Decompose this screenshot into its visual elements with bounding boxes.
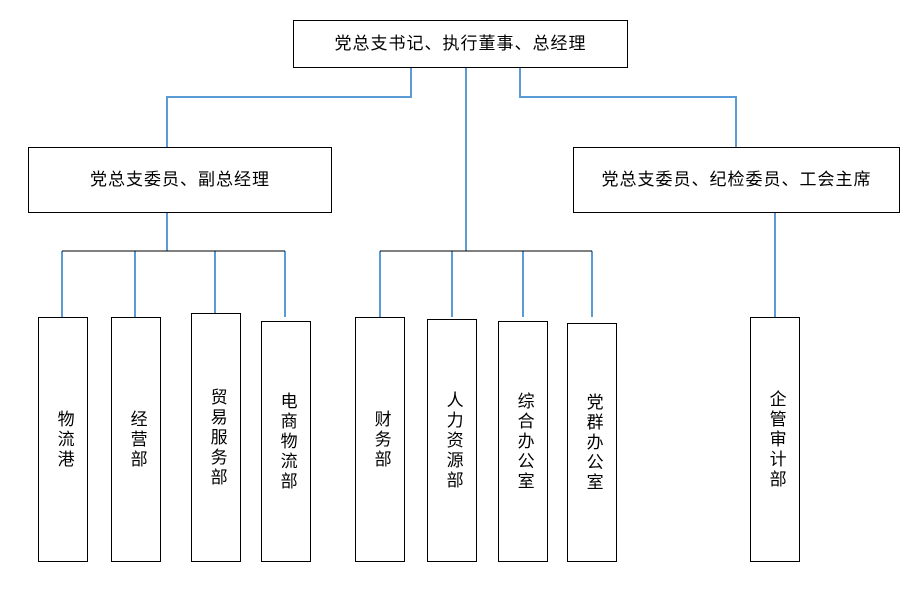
- node-department-general-office-label: 综合办公室: [513, 391, 534, 492]
- node-department-finance[interactable]: 财务部: [355, 317, 405, 562]
- edge-top-to-right-manager: [519, 68, 737, 147]
- node-department-party-mass-office[interactable]: 党群办公室: [567, 323, 617, 562]
- node-department-ecommerce-logistics-label: 电商物流部: [276, 391, 297, 492]
- node-department-finance-label: 财务部: [370, 409, 391, 470]
- node-department-operations-label: 经营部: [126, 409, 147, 470]
- node-department-party-mass-office-label: 党群办公室: [582, 392, 603, 493]
- node-deputy-general-manager-label: 党总支委员、副总经理: [90, 169, 270, 190]
- node-department-trade-service-label: 贸易服务部: [206, 387, 227, 488]
- node-department-human-resources-label: 人力资源部: [442, 390, 463, 491]
- node-department-logistics-port-label: 物流港: [53, 409, 74, 470]
- edge-top-to-left-manager: [166, 68, 412, 147]
- node-department-trade-service[interactable]: 贸易服务部: [191, 313, 241, 562]
- node-discipline-union-chair-label: 党总支委员、纪检委员、工会主席: [601, 169, 872, 190]
- node-discipline-union-chair[interactable]: 党总支委员、纪检委员、工会主席: [573, 147, 900, 213]
- node-department-enterprise-audit[interactable]: 企管审计部: [750, 317, 800, 562]
- node-department-operations[interactable]: 经营部: [111, 317, 161, 562]
- node-top-executive-label: 党总支书记、执行董事、总经理: [334, 33, 587, 54]
- node-department-human-resources[interactable]: 人力资源部: [427, 319, 477, 562]
- node-top-executive[interactable]: 党总支书记、执行董事、总经理: [293, 20, 628, 68]
- node-department-enterprise-audit-label: 企管审计部: [765, 389, 786, 490]
- node-department-ecommerce-logistics[interactable]: 电商物流部: [261, 321, 311, 562]
- node-deputy-general-manager[interactable]: 党总支委员、副总经理: [28, 147, 332, 213]
- node-department-logistics-port[interactable]: 物流港: [38, 317, 88, 562]
- node-department-general-office[interactable]: 综合办公室: [498, 321, 548, 562]
